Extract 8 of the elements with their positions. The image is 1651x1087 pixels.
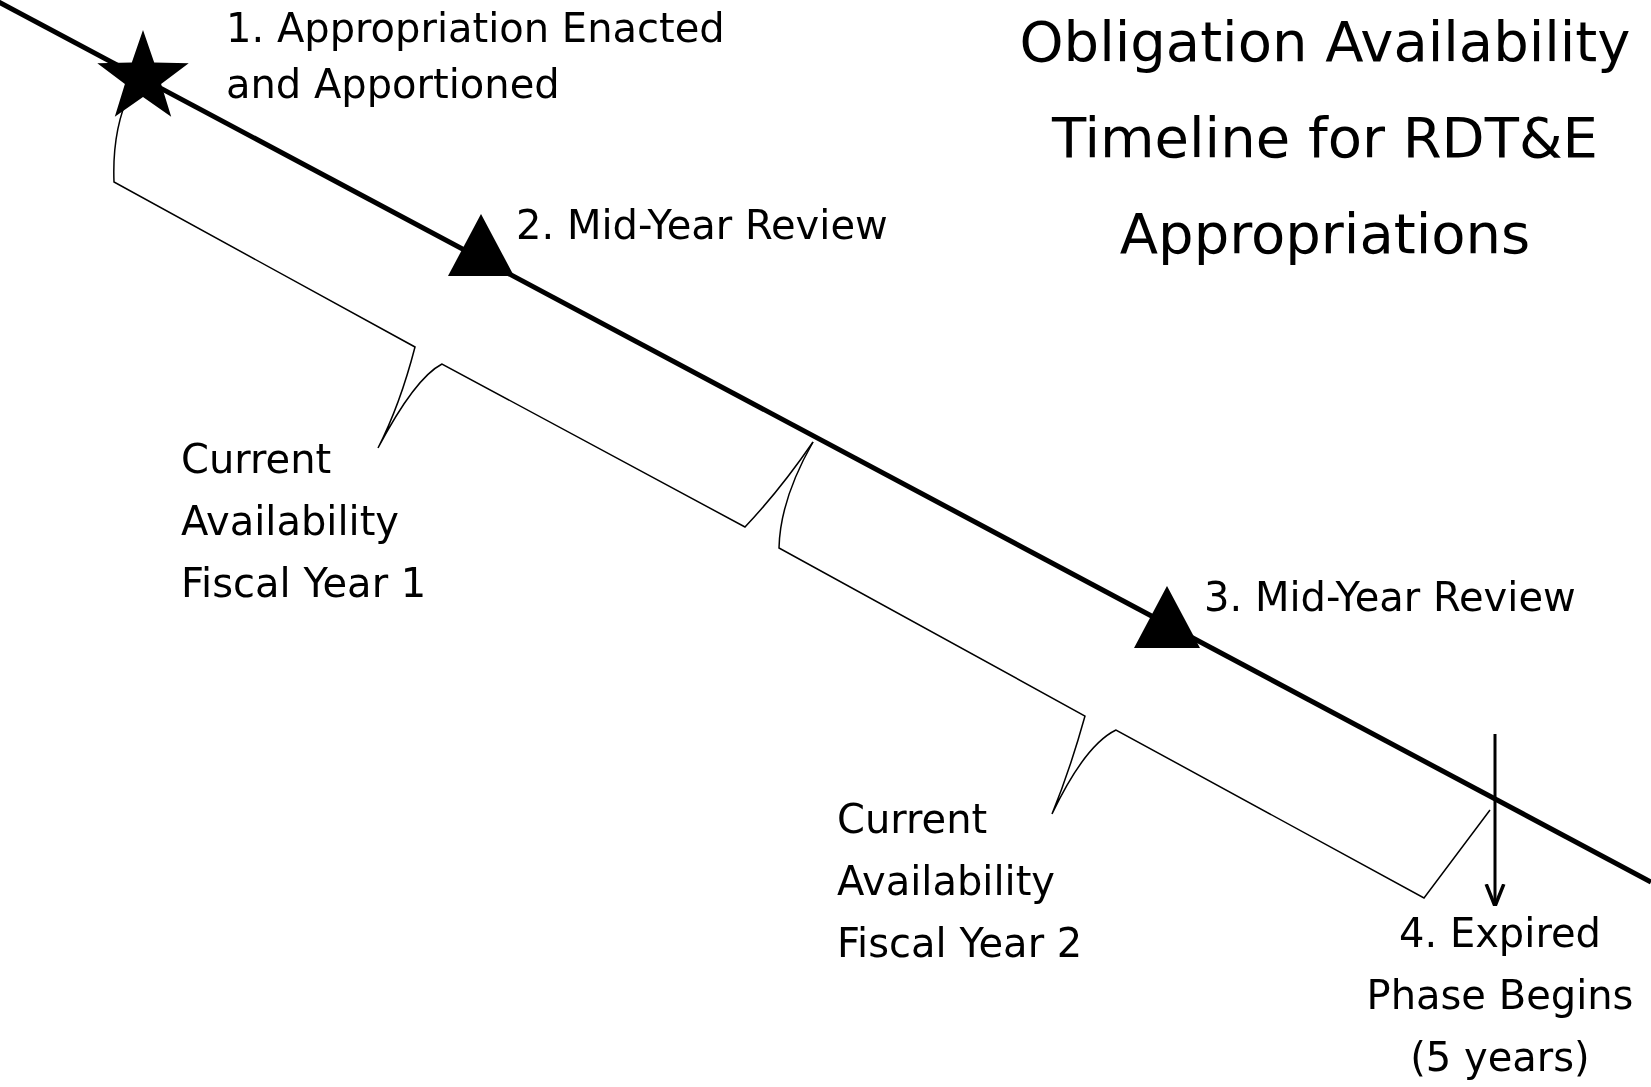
period-label: Current Availability Fiscal Year 1 — [181, 435, 428, 608]
milestone-label: 3. Mid-Year Review — [1204, 573, 1577, 622]
milestone-label: 1. Appropriation Enacted and Apportioned — [226, 4, 726, 109]
arrow — [1484, 734, 1506, 908]
period-label: Current Availability Fiscal Year 2 — [837, 795, 1084, 968]
milestone-label: 4. Expired Phase Begins (5 years) — [1365, 909, 1635, 1082]
diagram-title: Obligation Availability Timeline for RDT&E Appropriations — [1018, 8, 1632, 268]
milestone-label: 2. Mid-Year Review — [516, 201, 889, 250]
